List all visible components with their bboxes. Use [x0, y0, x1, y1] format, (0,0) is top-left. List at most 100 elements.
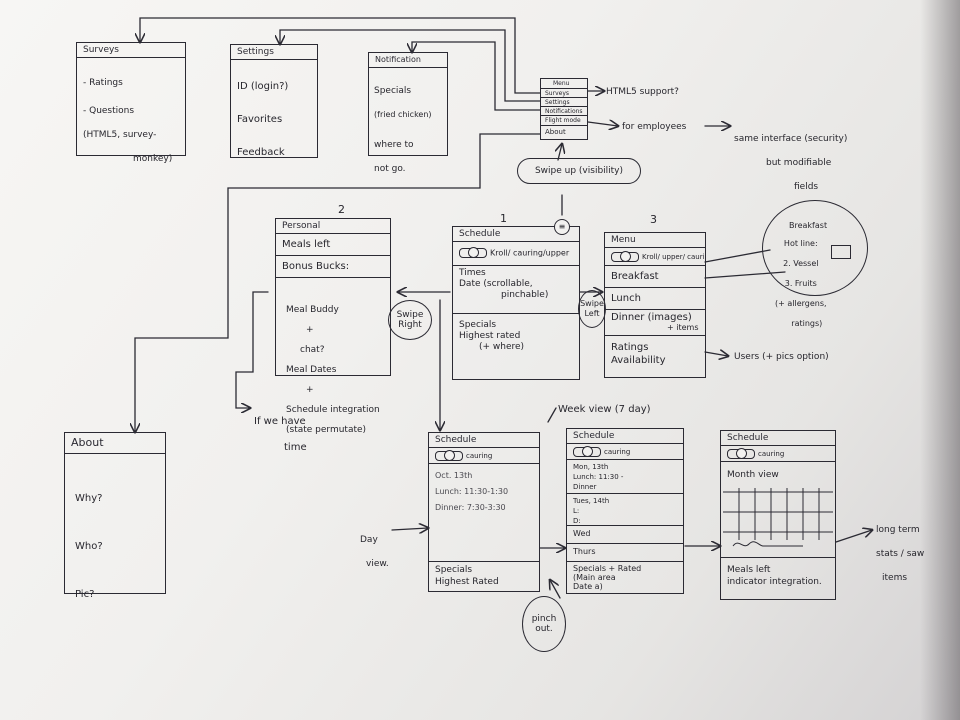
month-view-screen: Schedule cauring Month view: [720, 430, 836, 600]
week-row-thursday[interactable]: Thurs: [567, 544, 683, 562]
menu-location-toggle-row[interactable]: Kroll/ upper/ cauring: [605, 248, 705, 266]
month-view-toggle-row[interactable]: cauring: [721, 446, 835, 462]
state-permutate-text: (state permutate): [286, 425, 367, 435]
menu-row-lunch[interactable]: Lunch: [605, 288, 705, 310]
long-term-line: items: [882, 573, 908, 583]
interface-note-line: same interface (security): [734, 134, 848, 144]
week-view-label: Week view (7 day): [558, 404, 651, 415]
arrow-day-label: [391, 528, 428, 530]
swipe-right-gesture: Swipe Right: [388, 300, 432, 340]
day-view-note-line: Day: [360, 535, 378, 545]
times-text: Times: [459, 268, 486, 278]
month-calendar-grid[interactable]: [723, 488, 833, 554]
image-placeholder-icon: [831, 245, 851, 259]
schedule-number: 1: [500, 212, 507, 225]
personal-number: 2: [338, 203, 345, 216]
breakfast-item: (+ allergens,: [775, 299, 827, 308]
arrow-long-term: [835, 530, 872, 543]
breakfast-item: ratings): [791, 319, 823, 328]
schedule-integration-text: Schedule integration: [286, 405, 380, 415]
arrow-users: [704, 352, 728, 356]
week-row-tuesday[interactable]: Tues, 14th L: D:: [567, 494, 683, 526]
surveys-title: Surveys: [77, 43, 185, 58]
notifications-item: where to: [374, 140, 414, 150]
dinner-items-note: + items: [667, 323, 699, 332]
day-view-line: Oct. 13th: [435, 471, 473, 480]
week-view-footer: Specials + Rated (Main area Date a): [567, 562, 683, 592]
menu-row-ratings[interactable]: Ratings Availability: [605, 336, 705, 376]
about-item: Who?: [75, 541, 103, 552]
menu-item-surveys[interactable]: Surveys: [541, 89, 587, 98]
menu-toggle-label: Kroll/ upper/ cauring: [642, 253, 705, 261]
meals-left-row: Meals left: [276, 234, 390, 256]
arrow-menu-to-settings: [280, 29, 541, 102]
specials-row[interactable]: Specials Highest rated (+ where): [453, 314, 579, 370]
notifications-item: not go.: [374, 164, 406, 174]
toggle-icon[interactable]: [573, 446, 601, 457]
menu-screen: Menu Kroll/ upper/ cauring Breakfast Lun…: [604, 232, 706, 378]
toggle-icon[interactable]: [435, 450, 463, 461]
month-footer-line: Meals left: [727, 565, 771, 575]
week-view-screen: Schedule cauring Mon, 13th Lunch: 11:30 …: [566, 428, 684, 594]
settings-screen: Settings ID (login?) Favorites Feedback: [230, 44, 318, 158]
specials-text: Specials: [459, 320, 497, 330]
if-time-line: If we have: [254, 416, 306, 427]
location-toggle-row[interactable]: Kroll/ cauring/upper: [453, 242, 579, 266]
plus-text: +: [306, 385, 314, 395]
day-view-specials-text: Specials: [435, 565, 473, 575]
times-row[interactable]: Times Date (scrollable, pinchable): [453, 266, 579, 314]
week-row-monday[interactable]: Mon, 13th Lunch: 11:30 - Dinner: [567, 460, 683, 494]
week-footer-line: Specials + Rated: [573, 564, 642, 573]
menu-item-settings[interactable]: Settings: [541, 98, 587, 107]
month-view-footer: Meals left indicator integration.: [721, 558, 835, 596]
week-view-toggle-label: cauring: [604, 448, 631, 456]
about-title: About: [65, 433, 165, 454]
ratings-label: Ratings: [611, 342, 649, 353]
day-view-screen: Schedule cauring Oct. 13th Lunch: 11:30-…: [428, 432, 540, 592]
toggle-icon[interactable]: [459, 247, 487, 258]
day-view-toggle-row[interactable]: cauring: [429, 448, 539, 464]
meal-buddy-text: Meal Buddy: [286, 305, 339, 315]
breakfast-detail-bubble: Breakfast Hot line: 2. Vessel 3. Fruits …: [762, 200, 868, 328]
toggle-icon[interactable]: [727, 448, 755, 459]
location-toggle-label: Kroll/ cauring/upper: [490, 248, 570, 258]
day-view-toggle-label: cauring: [466, 452, 493, 460]
surveys-item: - Ratings: [83, 78, 123, 88]
month-view-label: Month view: [727, 470, 779, 480]
bonus-bucks-row: Bonus Bucks:: [276, 256, 390, 278]
schedule-title: Schedule: [453, 227, 579, 242]
day-view-note-line: view.: [366, 559, 389, 569]
day-view-line: Dinner: 7:30-3:30: [435, 503, 506, 512]
menu-item-flight-mode[interactable]: Flight mode: [541, 116, 587, 126]
menu-icon[interactable]: ≡: [554, 219, 570, 235]
menu-row-breakfast[interactable]: Breakfast: [605, 266, 705, 288]
interface-note-line: but modifiable: [766, 158, 832, 168]
week-footer-line: (Main area: [573, 573, 616, 582]
day-view-rated-text: Highest Rated: [435, 577, 499, 587]
interface-note-line: fields: [794, 182, 819, 192]
menu-row-dinner-label: Dinner (images): [611, 312, 692, 323]
week-row-wednesday[interactable]: Wed: [567, 526, 683, 544]
breakfast-title: Breakfast: [789, 221, 828, 230]
chat-text: chat?: [300, 345, 325, 355]
menu-title: Menu: [605, 233, 705, 248]
menu-row-dinner[interactable]: Dinner (images) + items: [605, 310, 705, 336]
week-line: Mon, 13th: [573, 463, 609, 471]
week-view-toggle-row[interactable]: cauring: [567, 444, 683, 460]
surveys-screen: Surveys - Ratings - Questions (HTML5, su…: [76, 42, 186, 164]
about-screen: About Why? Who? Pic?: [64, 432, 166, 600]
arrow-swipe-up: [558, 144, 562, 216]
month-view-toggle-label: cauring: [758, 450, 785, 458]
pinch-line: out.: [535, 624, 553, 634]
if-time-line: time: [284, 442, 307, 453]
plus-text: +: [306, 325, 314, 335]
side-menu[interactable]: Menu Surveys Settings Notifications Flig…: [540, 78, 588, 140]
menu-item-notifications[interactable]: Notifications: [541, 107, 587, 116]
menu-item-about[interactable]: About: [545, 128, 566, 136]
week-footer-line: Date a): [573, 582, 603, 591]
swipe-up-gesture: Swipe up (visibility): [517, 158, 641, 184]
toggle-icon[interactable]: [611, 251, 639, 262]
week-line: Lunch: 11:30 -: [573, 473, 624, 481]
day-view-content: Oct. 13th Lunch: 11:30-1:30 Dinner: 7:30…: [429, 464, 539, 562]
